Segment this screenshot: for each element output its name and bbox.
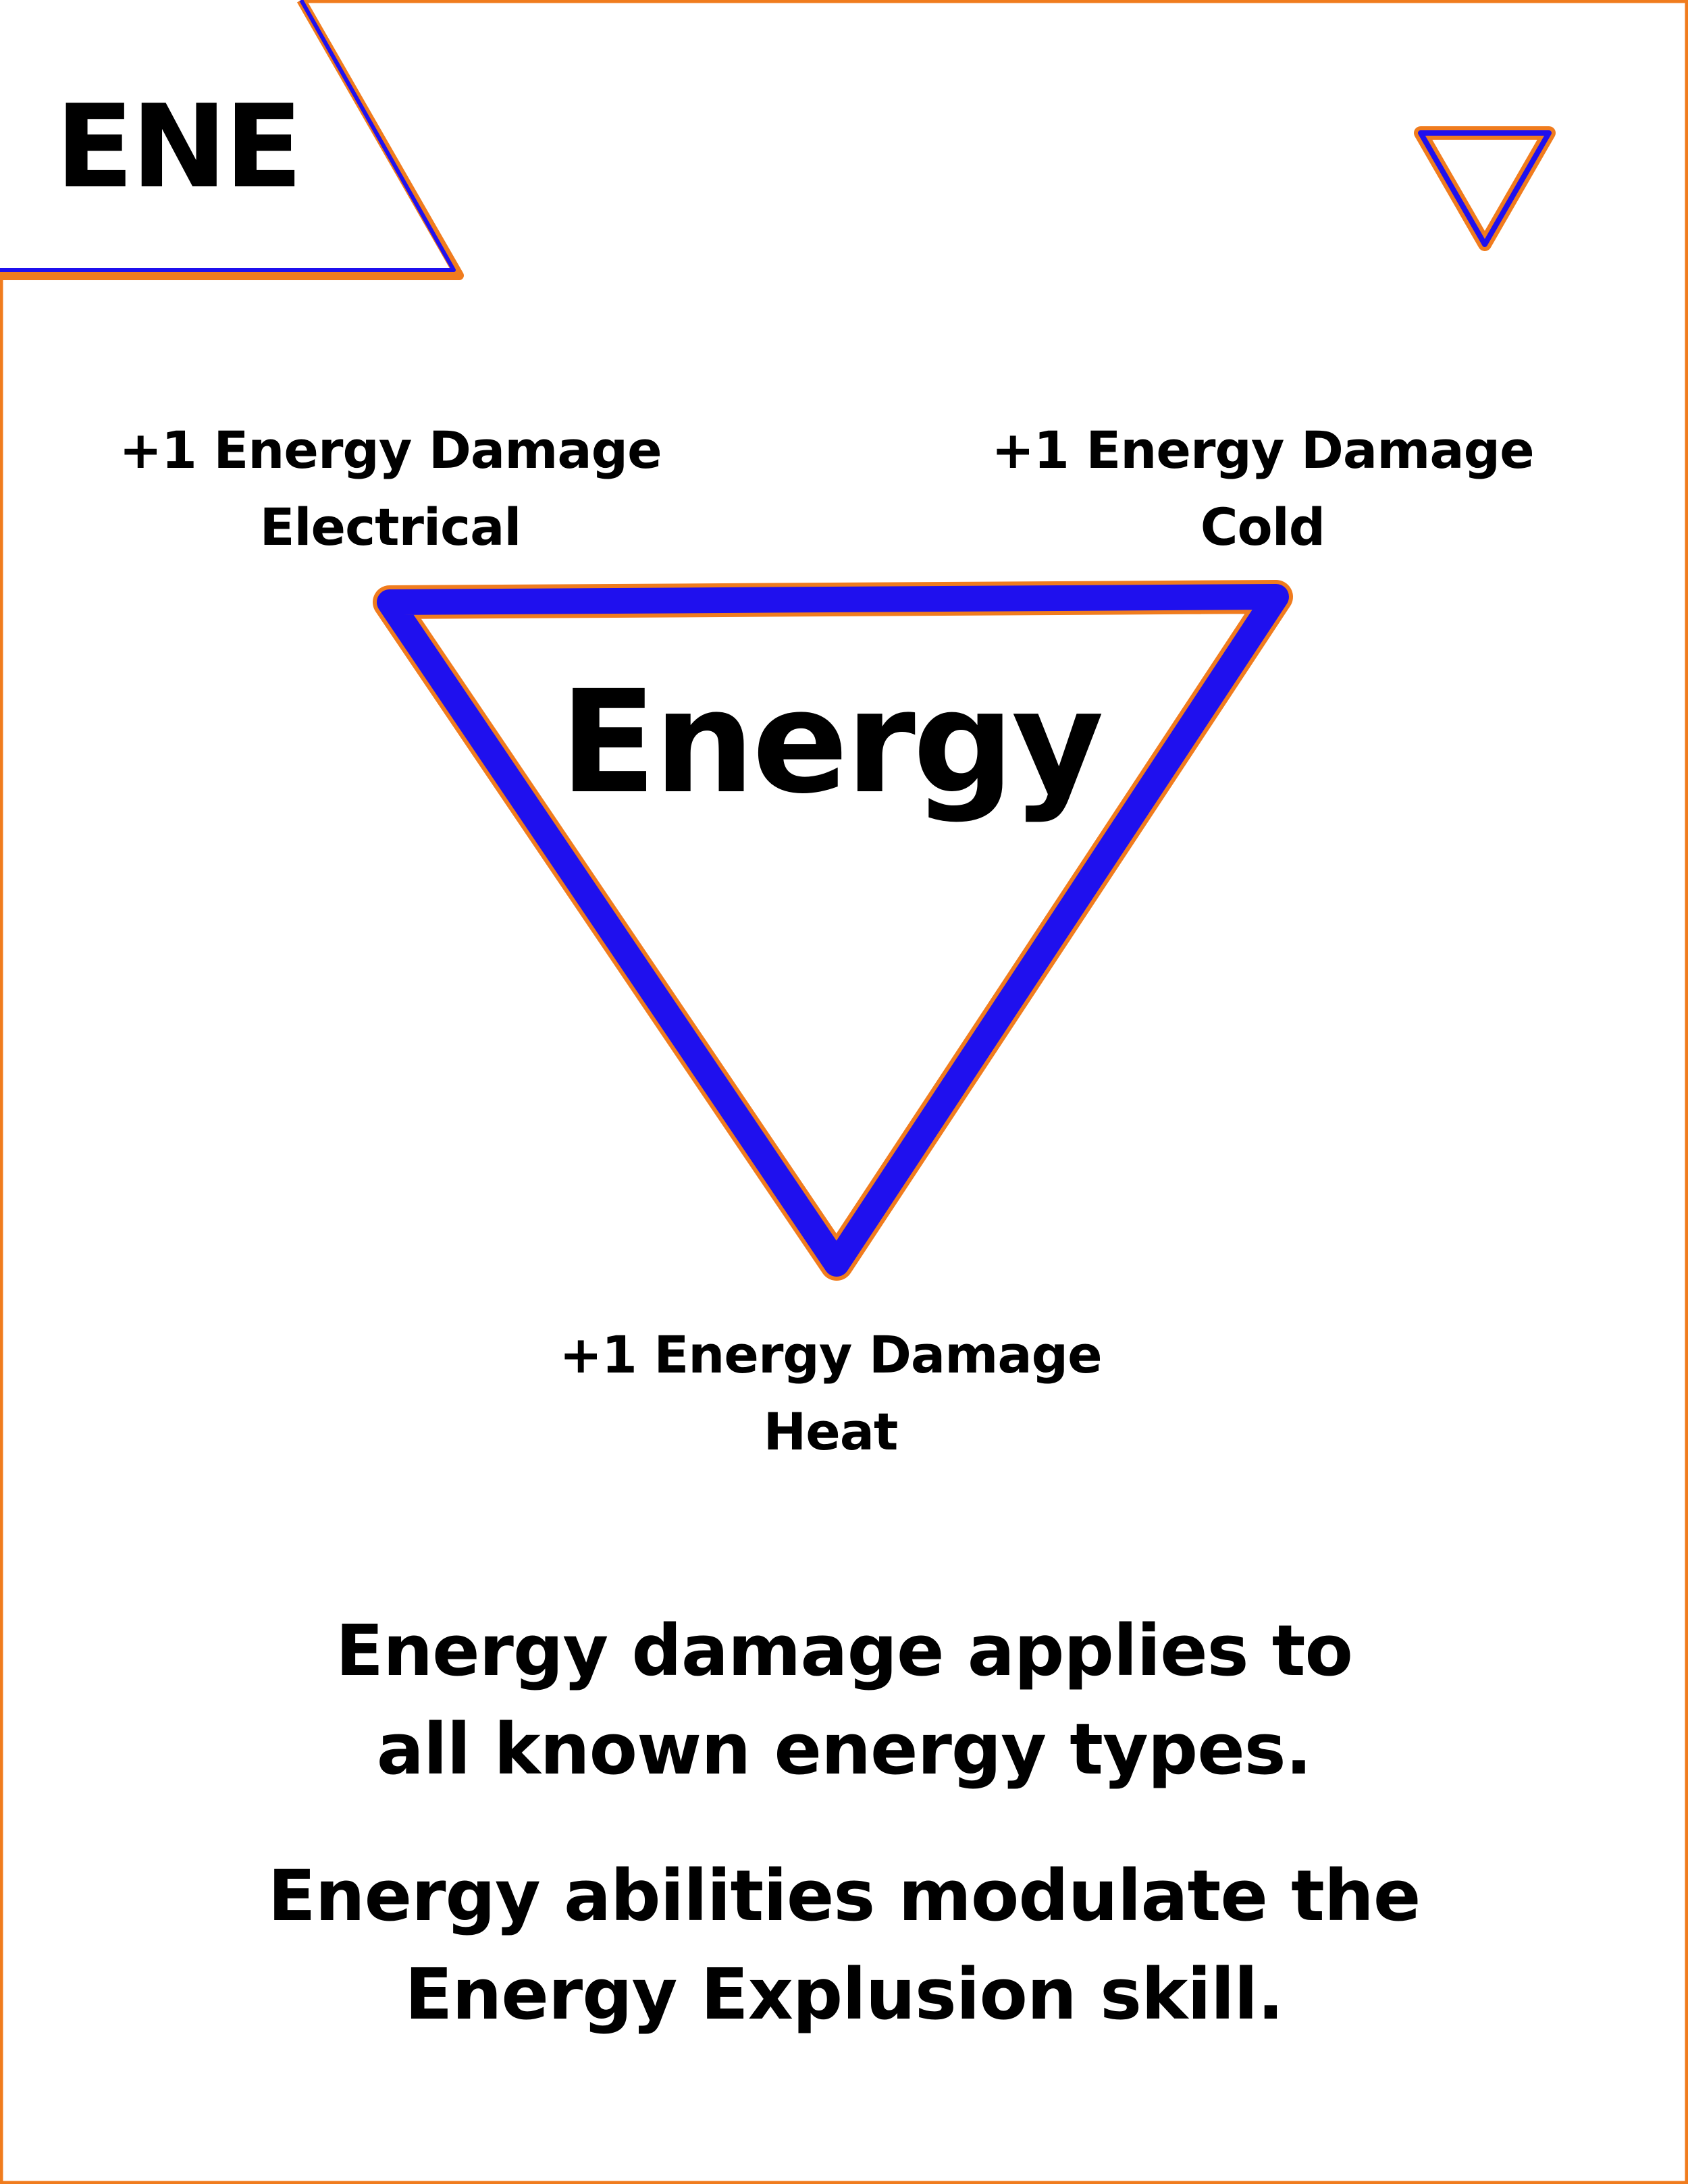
description-1-line-2: all known energy types. [376, 1708, 1312, 1790]
bonus-cold-type: Cold [1200, 497, 1325, 557]
description-paragraph-2: Energy abilities modulate the Energy Exp… [101, 1846, 1587, 2044]
description-2-line-2: Energy Explusion skill. [404, 1953, 1284, 2035]
corner-tab-icon [0, 0, 464, 280]
bonus-cold: +1 Energy Damage Cold [939, 412, 1587, 566]
description-2-line-1: Energy abilities modulate the [267, 1855, 1421, 1937]
bonus-heat: +1 Energy Damage Heat [506, 1316, 1155, 1470]
card-code: ENE [55, 80, 303, 214]
bonus-heat-type: Heat [763, 1402, 899, 1462]
bonus-cold-amount: +1 Energy Damage [991, 420, 1534, 480]
energy-triangle-icon [373, 580, 1293, 1281]
card-title: Energy [559, 660, 1104, 825]
description-paragraph-1: Energy damage applies to all known energ… [101, 1601, 1587, 1799]
bonus-heat-amount: +1 Energy Damage [559, 1325, 1102, 1385]
bonus-electrical-type: Electrical [259, 497, 522, 557]
bonus-electrical: +1 Energy Damage Electrical [66, 412, 714, 566]
down-triangle-icon [1414, 126, 1556, 251]
description-1-line-1: Energy damage applies to [336, 1609, 1353, 1692]
bonus-electrical-amount: +1 Energy Damage [119, 420, 662, 480]
